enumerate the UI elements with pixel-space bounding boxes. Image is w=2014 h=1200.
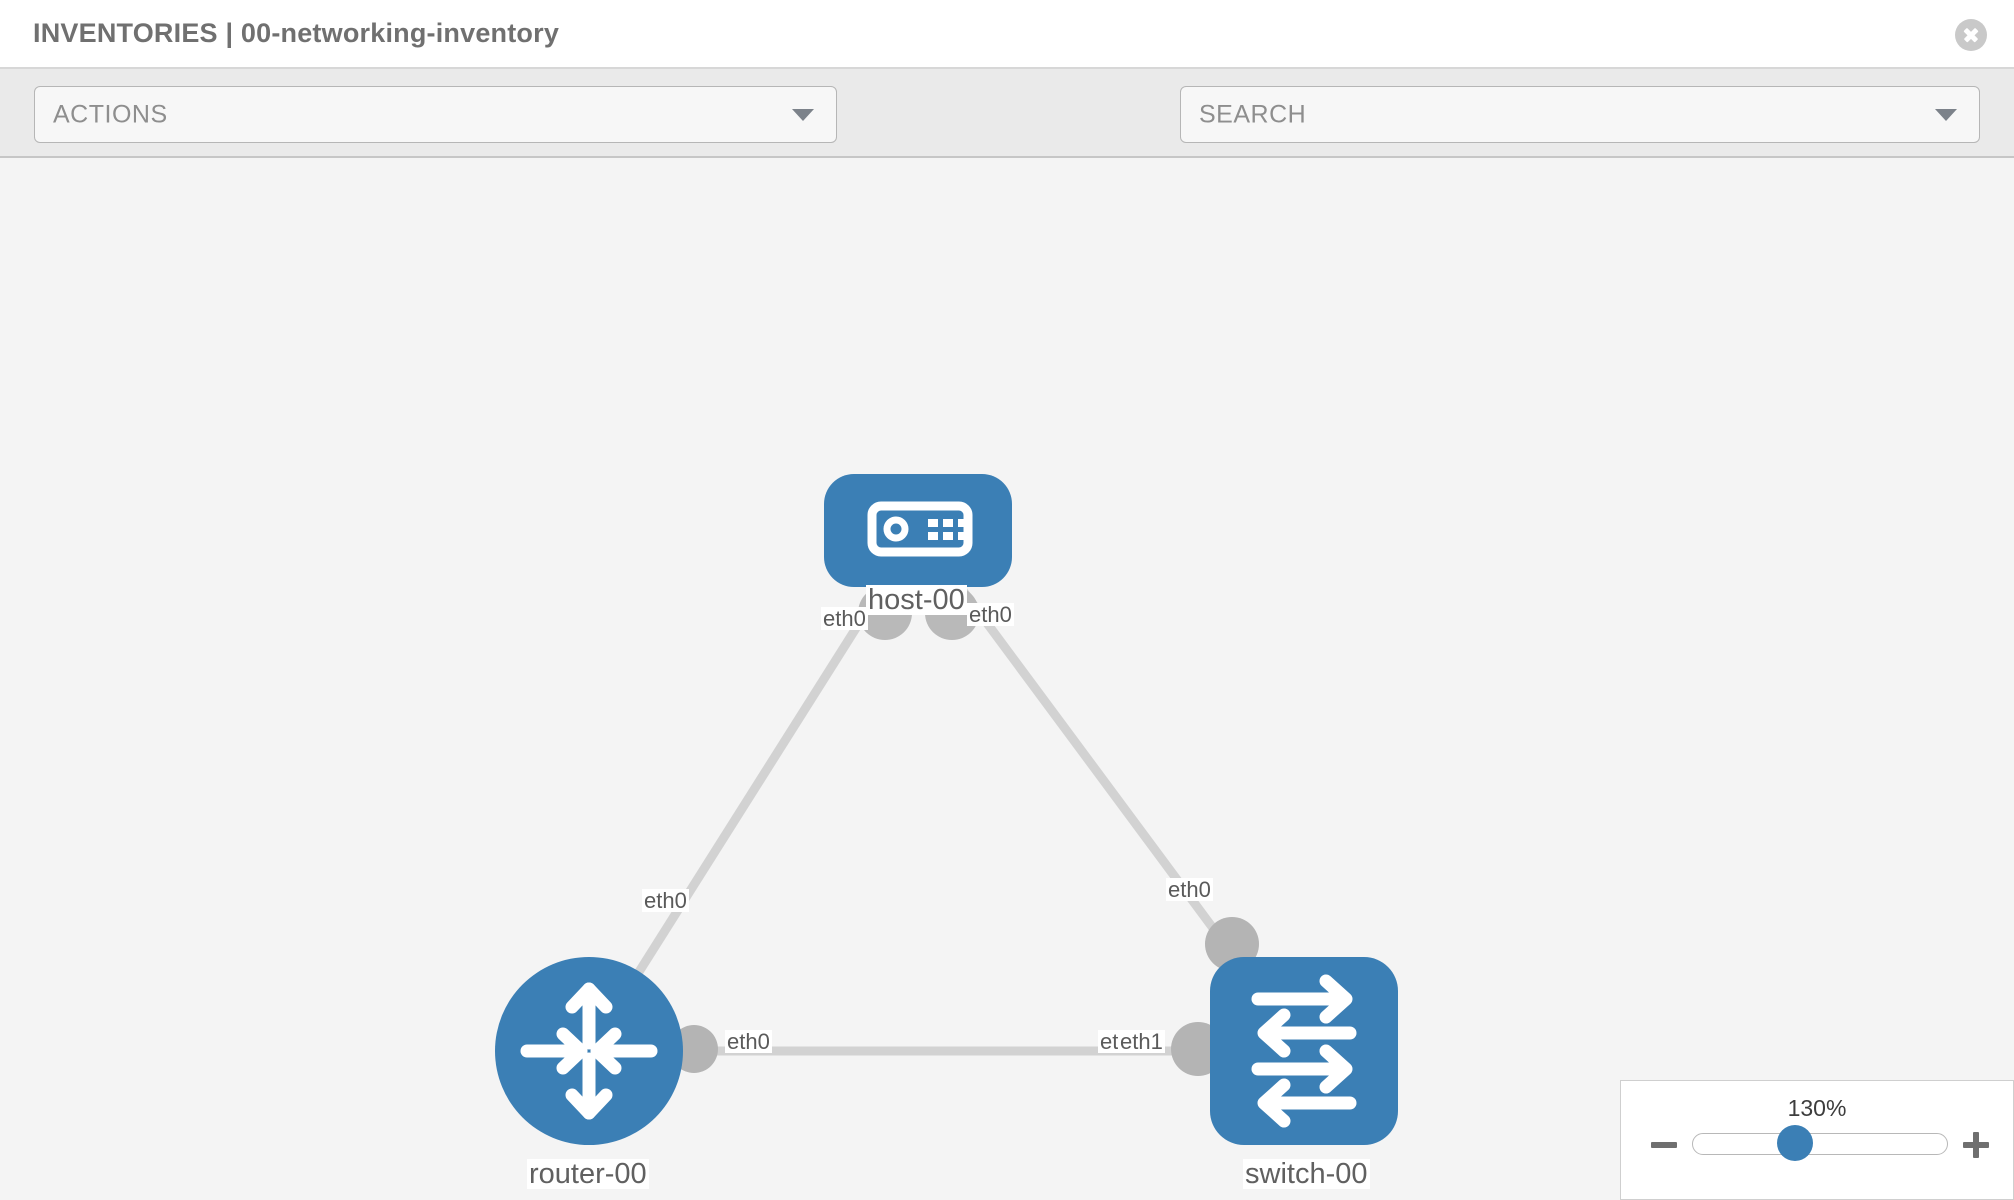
node-label-host-00: host-00 — [866, 584, 967, 616]
node-label-switch-00: switch-00 — [1243, 1158, 1370, 1190]
zoom-in-button[interactable] — [1961, 1130, 1991, 1160]
edge-label-host-left-eth0: eth0 — [821, 606, 868, 631]
node-switch-00[interactable] — [1210, 957, 1398, 1145]
switch-arrows-icon — [1251, 974, 1357, 1128]
search-input[interactable]: SEARCH — [1180, 86, 1980, 143]
edge-label-router-up-eth0: eth0 — [642, 888, 689, 913]
chevron-down-icon — [792, 108, 814, 121]
chevron-down-icon — [1935, 108, 1957, 121]
edge-label-switch-left-eth1: eth1 — [1118, 1029, 1165, 1054]
router-arrows-icon — [520, 982, 658, 1120]
topology-graph — [495, 474, 1398, 1145]
toolbar: ACTIONS SEARCH — [0, 69, 2014, 205]
page-header: INVENTORIES | 00-networking-inventory — [0, 0, 2014, 69]
close-icon[interactable] — [1955, 19, 1987, 51]
zoom-out-button[interactable] — [1649, 1130, 1679, 1160]
topology-canvas[interactable]: host-00 router-00 switch-00 eth0 eth0 et… — [0, 158, 2014, 1200]
edge-label-switch-up-eth0: eth0 — [1166, 877, 1213, 902]
zoom-control-panel: 130% — [1620, 1080, 2014, 1200]
node-label-router-00: router-00 — [527, 1158, 649, 1190]
graph-connectors — [670, 586, 1259, 1076]
actions-dropdown-label: ACTIONS — [53, 100, 168, 128]
edge-label-host-right-eth0: eth0 — [967, 602, 1014, 627]
zoom-slider-track[interactable] — [1692, 1133, 1948, 1155]
node-router-00[interactable] — [495, 957, 683, 1145]
server-icon — [867, 501, 973, 557]
zoom-slider-thumb[interactable] — [1777, 1125, 1813, 1161]
page-title: INVENTORIES | 00-networking-inventory — [33, 18, 560, 48]
zoom-level-value: 130% — [1787, 1095, 1847, 1121]
actions-dropdown[interactable]: ACTIONS — [34, 86, 837, 143]
node-host-00[interactable] — [824, 474, 1012, 587]
search-placeholder: SEARCH — [1199, 100, 1307, 128]
edge-label-router-right-eth0: eth0 — [725, 1029, 772, 1054]
